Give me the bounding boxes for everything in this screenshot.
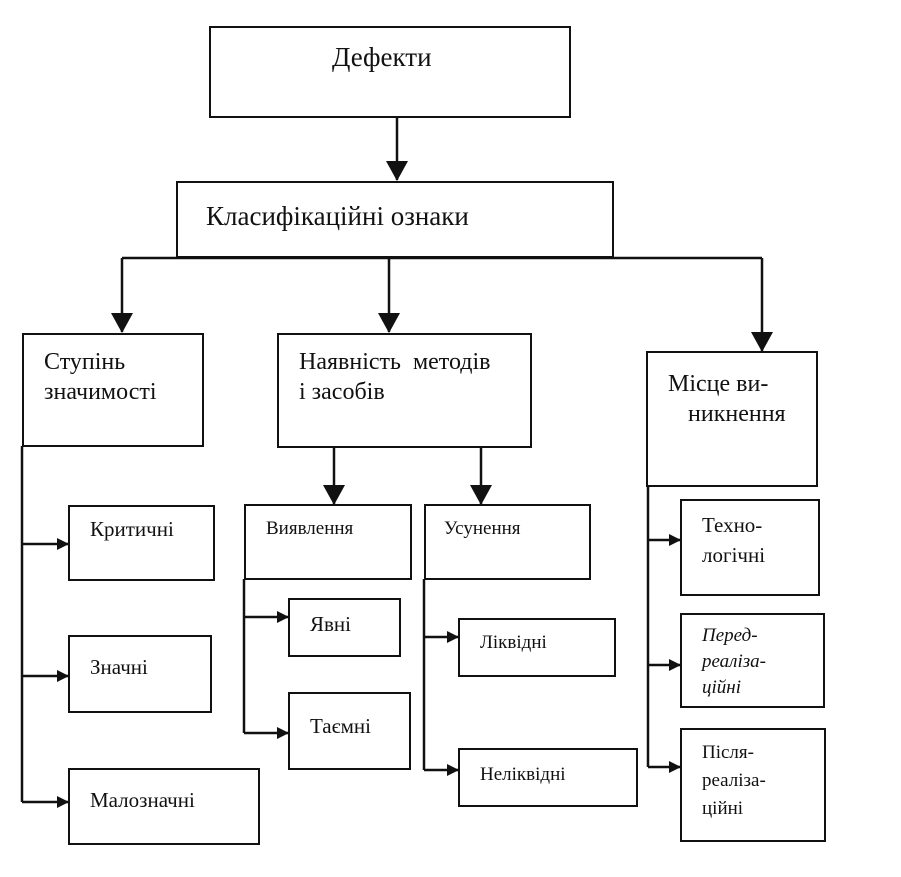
pre-realization-line2: реаліза- bbox=[702, 651, 766, 672]
illiquid-label: Неліквідні bbox=[480, 764, 566, 785]
significance-node: Ступінь значимості bbox=[22, 333, 204, 447]
post-realization-node: Після- реаліза- ційні bbox=[680, 728, 826, 842]
classifier-node: Класифікаційні ознаки bbox=[176, 181, 614, 258]
obvious-node: Явні bbox=[288, 598, 401, 657]
post-realization-line2: реаліза- bbox=[702, 770, 766, 791]
post-realization-line1: Після- bbox=[702, 742, 754, 763]
detection-label: Виявлення bbox=[266, 518, 354, 539]
hidden-label: Таємні bbox=[310, 714, 372, 738]
minor-label: Малозначні bbox=[90, 788, 195, 812]
illiquid-node: Неліквідні bbox=[458, 748, 638, 807]
classifier-label: Класифікаційні ознаки bbox=[206, 201, 469, 231]
root-label: Дефекти bbox=[332, 42, 432, 72]
significant-label: Значні bbox=[90, 655, 148, 679]
methods-node: Наявність методів і засобів bbox=[277, 333, 532, 448]
pre-realization-line1: Перед- bbox=[702, 625, 758, 646]
hidden-node: Таємні bbox=[288, 692, 411, 770]
pre-realization-node: Перед- реаліза- ційні bbox=[680, 613, 825, 708]
minor-node: Малозначні bbox=[68, 768, 260, 845]
technological-node: Техно- логічні bbox=[680, 499, 820, 596]
detection-node: Виявлення bbox=[244, 504, 412, 580]
significance-title-line2: значимості bbox=[44, 379, 157, 405]
liquid-label: Ліквідні bbox=[480, 632, 547, 653]
root-node: Дефекти bbox=[209, 26, 571, 118]
origin-title-line2: никнення bbox=[688, 401, 786, 427]
methods-title-line2: і засобів bbox=[299, 379, 385, 405]
methods-title-line1: Наявність методів bbox=[299, 349, 491, 375]
liquid-node: Ліквідні bbox=[458, 618, 616, 677]
pre-realization-line3: ційні bbox=[702, 677, 741, 698]
elimination-node: Усунення bbox=[424, 504, 591, 580]
critical-label: Критичні bbox=[90, 517, 174, 541]
technological-line2: логічні bbox=[702, 543, 766, 567]
significance-title-line1: Ступінь bbox=[44, 349, 126, 375]
origin-title-line1: Місце ви- bbox=[668, 371, 769, 397]
obvious-label: Явні bbox=[310, 612, 351, 636]
elimination-label: Усунення bbox=[444, 518, 521, 539]
post-realization-line3: ційні bbox=[702, 798, 744, 819]
origin-node: Місце ви- никнення bbox=[646, 351, 818, 487]
significant-node: Значні bbox=[68, 635, 212, 713]
technological-line1: Техно- bbox=[702, 513, 763, 537]
critical-node: Критичні bbox=[68, 505, 215, 581]
